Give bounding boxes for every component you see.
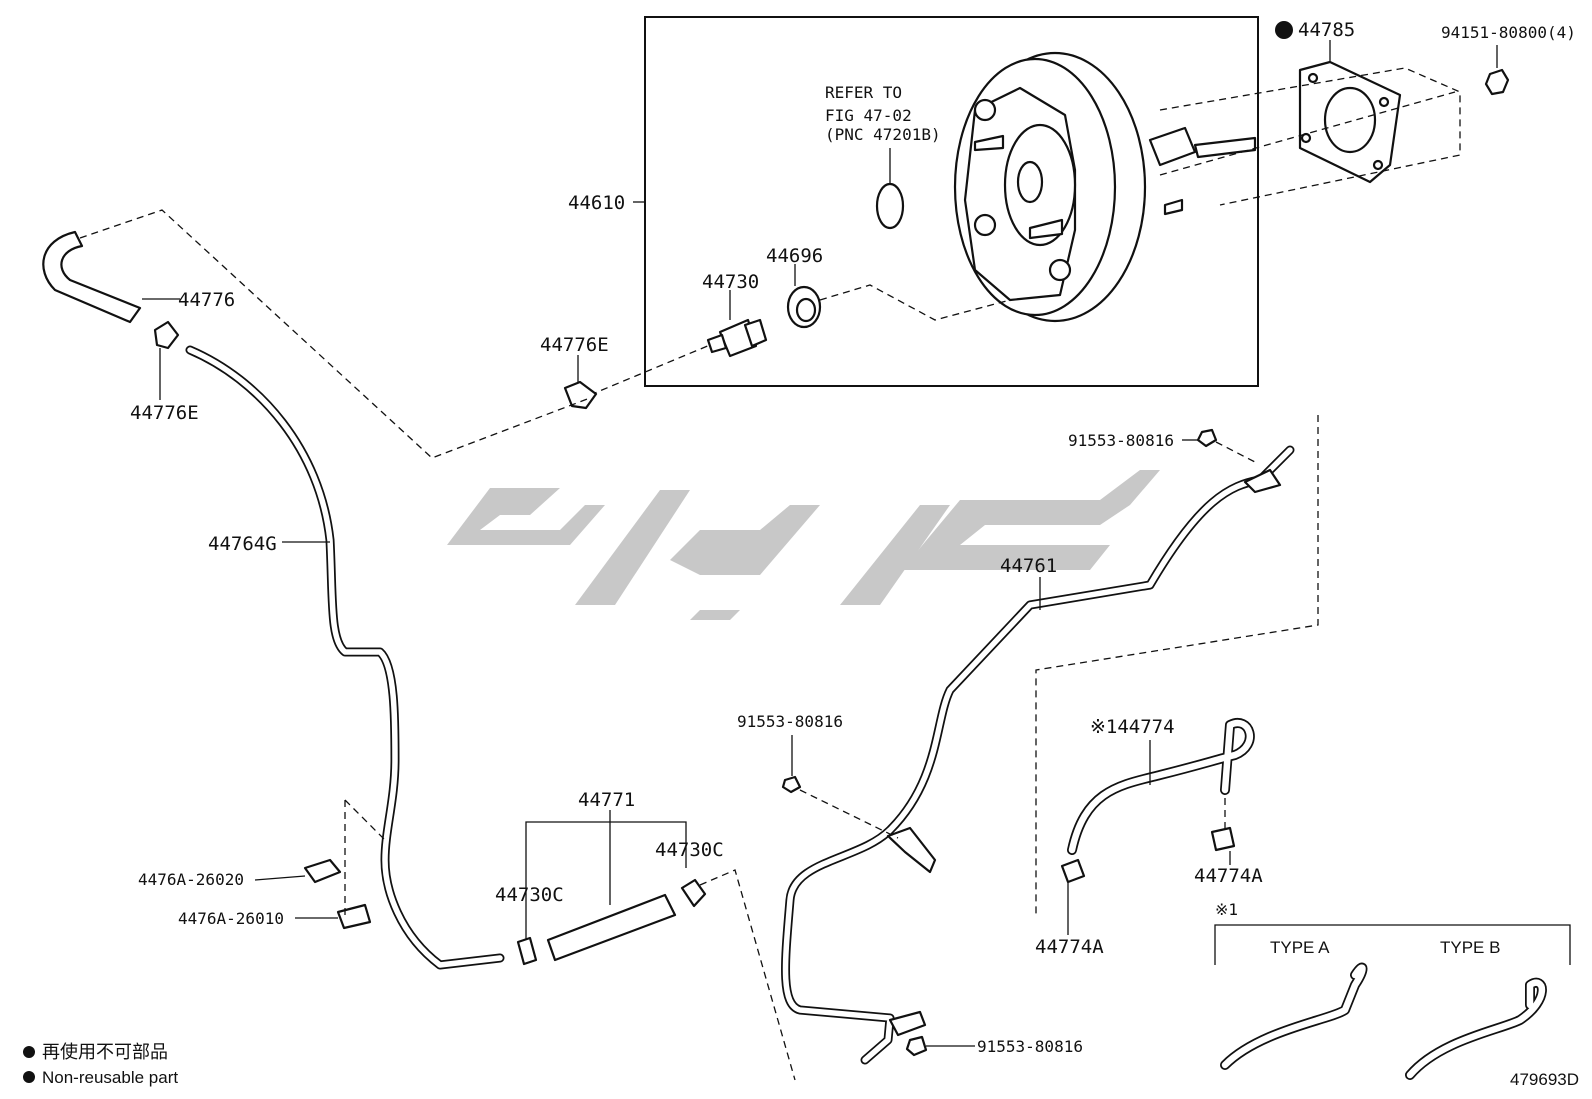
non-reusable-marker-44785	[1275, 21, 1293, 39]
clip-44776E-right-part	[563, 380, 598, 410]
label-44776E-right: 44776E	[540, 334, 609, 356]
bolt-91553-mid-part	[781, 775, 802, 794]
clip-44776E-left-part	[153, 320, 180, 350]
type-a-hose-part	[1221, 964, 1366, 1069]
drawing-number: 479693D	[1510, 1070, 1579, 1089]
dash-44771-tube	[699, 869, 796, 1081]
label-44610: 44610	[568, 192, 625, 214]
legend-en-text: Non-reusable part	[42, 1068, 178, 1087]
clip-44730C-right-part	[680, 878, 707, 908]
label-94151: 94151-80800(4)	[1441, 23, 1576, 42]
legend-jp-text: 再使用不可部品	[42, 1042, 168, 1062]
label-44776: 44776	[178, 289, 235, 311]
clip-44774A-left-part	[1060, 858, 1086, 884]
tube-bracket-top	[1243, 468, 1282, 494]
clamp-4476A-26010-part	[336, 903, 372, 930]
type-b-hose-part	[1406, 979, 1546, 1079]
label-91553-top: 91553-80816	[1068, 431, 1174, 450]
label-44771: 44771	[578, 789, 635, 811]
label-4476A-26010: 4476A-26010	[178, 909, 284, 928]
tube-bracket-bottom	[888, 1010, 927, 1037]
hose-44776-part	[42, 230, 142, 324]
label-44774A-left: 44774A	[1035, 936, 1104, 958]
dash-booster-gasket-2	[1159, 91, 1456, 176]
tube-44761-part	[782, 447, 1293, 1063]
label-44730C-right: 44730C	[655, 839, 724, 861]
label-91553-bottom: 91553-80816	[977, 1037, 1083, 1056]
watermark-logo	[447, 470, 1160, 620]
bolt-91553-top-part	[1196, 428, 1218, 448]
grommet-44696-part	[786, 285, 822, 329]
bolt-91553-bottom-part	[905, 1035, 928, 1057]
dash-hose-valve	[79, 209, 591, 459]
tube-bracket-middle	[886, 826, 937, 874]
legend-dot-en	[23, 1071, 35, 1083]
check-valve-44730-part	[706, 318, 768, 358]
label-44776E-left: 44776E	[130, 402, 199, 424]
legend-dot-jp	[23, 1046, 35, 1058]
label-44764G: 44764G	[208, 533, 277, 555]
type-box-frame	[1214, 924, 1571, 965]
label-91553-mid: 91553-80816	[737, 712, 843, 731]
dash-bolt-mid	[799, 789, 899, 839]
label-refer-fig: FIG 47-02	[825, 106, 912, 125]
leader-4476A-26020	[254, 875, 306, 881]
dash-valve-clip	[589, 344, 711, 396]
label-type-b: TYPE B	[1440, 938, 1500, 957]
label-44730: 44730	[702, 271, 759, 293]
label-44761: 44761	[1000, 555, 1057, 577]
bracket-44771	[525, 821, 687, 940]
dash-tube-hose-region	[1035, 415, 1319, 915]
clip-44730C-left-part	[516, 936, 538, 966]
clamp-4476A-26020-part	[303, 858, 342, 884]
label-44785: 44785	[1298, 19, 1355, 41]
label-refer-pnc: (PNC 47201B)	[825, 125, 941, 144]
o-ring-part	[875, 182, 905, 230]
hose-44774-part	[1068, 719, 1254, 854]
tube-44761-outline	[781, 445, 1295, 1065]
dash-grommet-booster	[819, 284, 1011, 321]
tube-44764G-part	[187, 347, 503, 968]
label-44730C-left: 44730C	[495, 884, 564, 906]
label-44774: ※144774	[1090, 716, 1175, 738]
dash-bolt-top	[1215, 441, 1256, 463]
label-4476A-26020: 4476A-26020	[138, 870, 244, 889]
brake-booster-assembly	[953, 51, 1257, 323]
label-44774A-right: 44774A	[1194, 865, 1263, 887]
hose-44771-part	[546, 893, 677, 962]
dash-clamp-a	[344, 799, 386, 841]
label-refer-to: REFER TO	[825, 83, 902, 102]
label-type-a: TYPE A	[1270, 938, 1330, 957]
clip-44774A-right-part	[1210, 826, 1236, 852]
label-44696: 44696	[766, 245, 823, 267]
label-note-mark: ※1	[1215, 900, 1238, 919]
nut-94151-part	[1484, 68, 1510, 96]
